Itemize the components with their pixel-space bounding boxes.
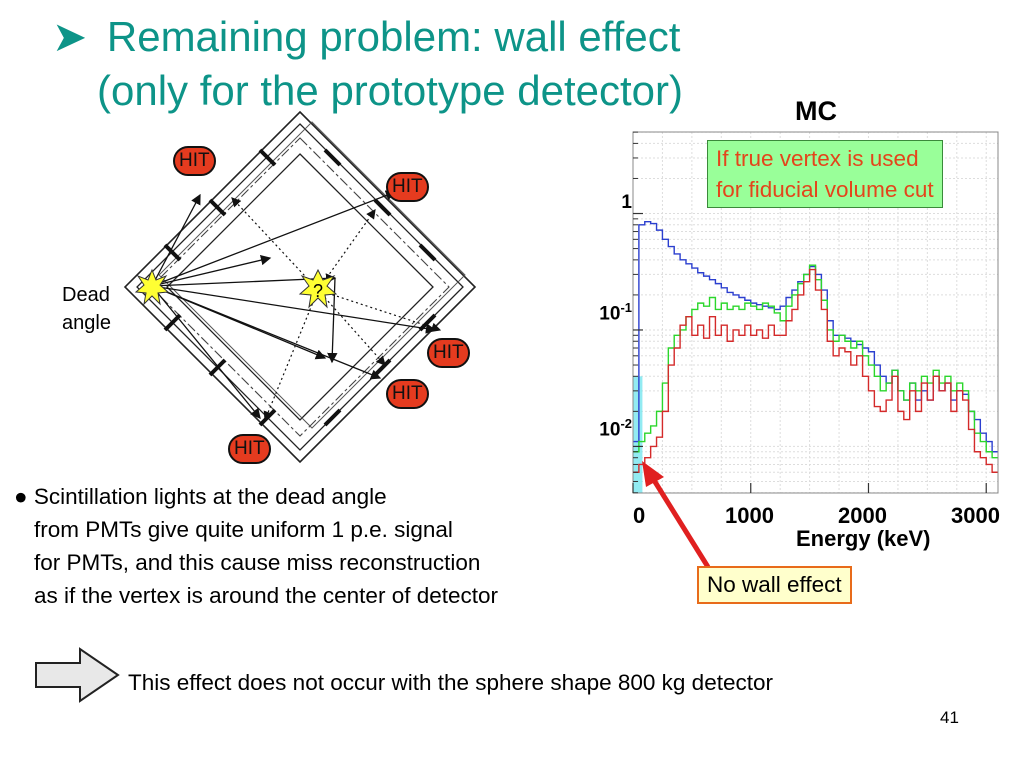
ytick-2-exp: -1	[620, 300, 632, 315]
ytick-label-2: 10-1	[586, 300, 632, 325]
no-wall-effect-highlight	[633, 376, 643, 493]
arrow-bullet-icon: ➤	[52, 13, 88, 60]
filled-circle-bullet-icon: ●	[14, 484, 28, 509]
detector-pmt-layer	[150, 137, 450, 437]
chart-title: MC	[795, 96, 837, 126]
block-arrow-icon	[35, 647, 120, 703]
hit-badge-upper-right: HIT	[386, 172, 429, 202]
detector-diagram: ?	[123, 110, 477, 464]
dead-angle-line-2: angle	[62, 312, 111, 334]
ytick-1-base: 1	[621, 192, 632, 213]
dead-angle-line-1: Dead	[62, 284, 110, 306]
dead-angle-label: Dead angle	[62, 281, 111, 337]
x-axis-label: Energy (keV)	[796, 526, 931, 551]
conclusion-text: This effect does not occur with the sphe…	[128, 670, 773, 695]
bullet-line-3: for PMTs, and this cause miss reconstruc…	[34, 550, 481, 575]
bullet-line-1: Scintillation lights at the dead angle	[33, 484, 387, 509]
detector-inner-wall	[166, 153, 434, 421]
light-rays-solid	[151, 190, 437, 420]
detector-outer-wall	[123, 110, 477, 464]
fiducial-callout-line-2: for fiducial volume cut	[716, 177, 934, 202]
ytick-label-3: 10-2	[586, 416, 632, 441]
plot-frame	[632, 131, 999, 494]
hit-badge-right: HIT	[427, 338, 470, 368]
xtick-label-3000: 3000	[951, 503, 1000, 528]
ytick-3-exp: -2	[620, 416, 632, 431]
bullet-block: ● Scintillation lights at the dead angle…	[14, 480, 498, 612]
hit-badge-top: HIT	[173, 146, 216, 176]
red-pointer-arrow-icon	[642, 461, 711, 569]
series-red-histogram	[633, 268, 998, 473]
ytick-3-base: 10	[599, 419, 621, 441]
bullet-line-1-row: ● Scintillation lights at the dead angle	[14, 480, 498, 513]
ytick-2-base: 10	[599, 303, 621, 325]
hit-badge-lower-right: HIT	[386, 379, 429, 409]
bullet-line-4: as if the vertex is around the center of…	[34, 583, 499, 608]
no-wall-effect-callout: No wall effect	[697, 566, 852, 604]
dead-angle-starburst-icon	[134, 268, 170, 306]
reconstructed-vertex-starburst-icon	[298, 268, 338, 309]
hit-badge-bottom: HIT	[228, 434, 271, 464]
vertex-question-mark: ?	[313, 281, 323, 301]
xtick-label-0: 0	[633, 503, 646, 528]
slide-title: ➤ Remaining problem: wall effect	[52, 12, 680, 62]
light-rays-dotted	[231, 197, 442, 422]
bullet-line-2: from PMTs give quite uniform 1 p.e. sign…	[34, 517, 453, 542]
fiducial-cut-callout: If true vertex is used for fiducial volu…	[707, 140, 943, 208]
xtick-label-1000: 1000	[725, 503, 774, 528]
xtick-label-2000: 2000	[838, 503, 887, 528]
detector-middle-wall	[136, 123, 464, 451]
title-line-2: (only for the prototype detector)	[97, 67, 683, 114]
detector-offset-frame	[158, 121, 466, 429]
ytick-label-1: 1	[606, 192, 632, 214]
page-number: 41	[940, 708, 959, 727]
title-line-1: Remaining problem: wall effect	[106, 13, 681, 60]
fiducial-callout-line-1: If true vertex is used	[716, 146, 919, 171]
